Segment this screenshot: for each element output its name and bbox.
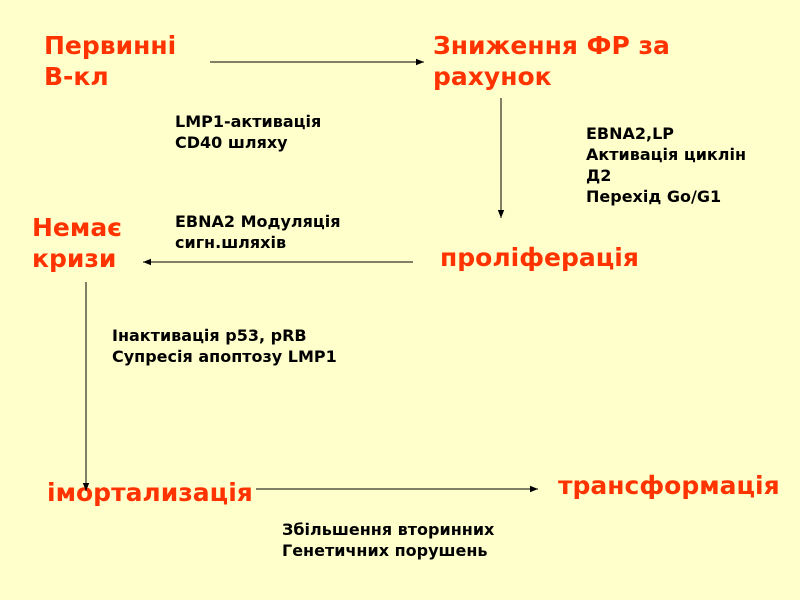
note-ebna2-lp-line3: Д2 [586, 166, 612, 185]
node-immortalization: імортализація [47, 477, 253, 508]
node-immortalization-line1: імортализація [47, 478, 253, 507]
node-no-crisis-line2: кризи [32, 244, 117, 273]
note-ebna2-modulation-line1: EBNA2 Модуляція [175, 212, 341, 231]
note-lmp1-line1: LMP1-активація [175, 112, 322, 131]
note-ebna2-lp-line2: Активація циклін [586, 145, 747, 164]
node-primary-b-cells-line1: Первинні [44, 31, 177, 60]
note-ebna2-lp: EBNA2,LP Активація циклін Д2 Перехід Go/… [586, 123, 746, 207]
note-secondary-genetic-line2: Генетичних порушень [282, 541, 488, 560]
node-primary-b-cells-line2: В-кл [44, 62, 109, 91]
node-reduced-gf-line2: рахунок [433, 62, 552, 91]
node-primary-b-cells: Первинні В-кл [44, 30, 176, 92]
note-p53-line2: Супресія апоптозу LMP1 [112, 347, 337, 366]
note-secondary-genetic-line1: Збільшення вторинних [282, 520, 495, 539]
note-ebna2-modulation-line2: сигн.шляхів [175, 233, 287, 252]
node-transformation: трансформація [558, 470, 780, 501]
note-lmp1-line2: CD40 шляху [175, 133, 288, 152]
node-transformation-line1: трансформація [558, 471, 780, 500]
note-ebna2-lp-line4: Перехід Go/G1 [586, 187, 722, 206]
note-secondary-genetic: Збільшення вторинних Генетичних порушень [282, 519, 494, 561]
node-no-crisis-line1: Немає [32, 213, 123, 242]
node-proliferation: проліферація [440, 242, 639, 273]
note-lmp1: LMP1-активація CD40 шляху [175, 111, 321, 153]
node-reduced-gf-line1: Зниження ФР за [433, 31, 670, 60]
note-ebna2-lp-line1: EBNA2,LP [586, 124, 675, 143]
note-p53: Інактивація р53, pRB Супресія апоптозу L… [112, 325, 337, 367]
note-p53-line1: Інактивація р53, pRB [112, 326, 307, 345]
note-ebna2-modulation: EBNA2 Модуляція сигн.шляхів [175, 211, 340, 253]
node-reduced-gf: Зниження ФР за рахунок [433, 30, 670, 92]
node-proliferation-line1: проліферація [440, 243, 639, 272]
node-no-crisis: Немає кризи [32, 212, 122, 274]
